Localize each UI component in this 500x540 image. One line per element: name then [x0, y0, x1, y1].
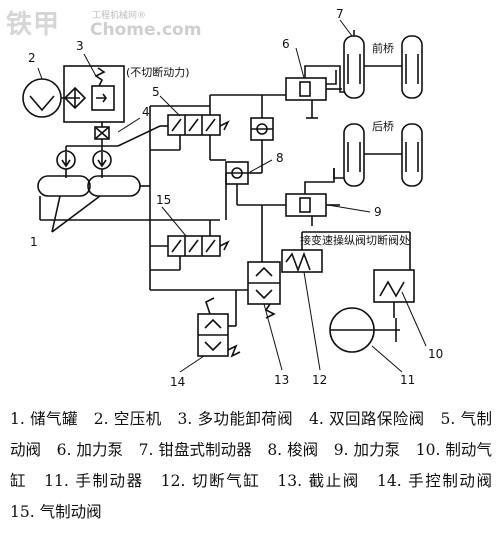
caption-to-valve: 接变速操纵阀切断阀处 — [300, 233, 410, 247]
booster-pump-rear — [285, 168, 340, 226]
label-12: 12 — [312, 373, 327, 387]
label-14: 14 — [170, 375, 185, 389]
air-tanks — [37, 106, 220, 290]
brake-valve-top — [150, 105, 230, 160]
figure-legend: 1. 储气罐 2. 空压机 3. 多功能卸荷阀 4. 双回路保险阀 5. 气制动… — [10, 410, 500, 521]
label-3: 3 — [76, 39, 84, 53]
label-6: 6 — [282, 37, 290, 51]
caption-no-power-cut: (不切断动力) — [126, 65, 190, 79]
brake-cylinder — [373, 232, 415, 318]
hand-brake-valve — [197, 297, 241, 358]
label-7: 7 — [336, 7, 344, 21]
caption-rear-axle: 后桥 — [372, 120, 394, 133]
watermark-domain: Chome.com — [90, 20, 202, 40]
label-1: 1 — [30, 235, 38, 249]
watermark-brand: 铁甲 — [6, 10, 61, 40]
label-8: 8 — [276, 151, 284, 165]
air-compressor — [22, 78, 80, 118]
cutoff-cylinder — [281, 231, 410, 273]
unloader-valve — [63, 65, 125, 123]
rear-disc-brakes — [333, 123, 423, 187]
label-13: 13 — [274, 373, 289, 387]
leader-lines — [37, 19, 427, 373]
pressure-gauges — [56, 146, 112, 178]
label-11: 11 — [400, 373, 415, 387]
label-10: 10 — [428, 347, 443, 361]
label-2: 2 — [28, 51, 36, 65]
booster-pump-front — [262, 65, 342, 119]
label-4: 4 — [142, 105, 150, 119]
watermark-logo: 铁甲 工程机械网® Chome.com — [6, 4, 201, 48]
front-disc-brakes — [335, 30, 423, 99]
shuttle-valve-upper — [210, 117, 274, 165]
stop-valve — [150, 205, 281, 326]
brake-valve-lower — [150, 173, 230, 271]
brake-system-diagram: 2 3 4 5 6 7 8 9 15 1 10 11 12 13 14 (不切断… — [22, 7, 443, 389]
label-15: 15 — [156, 193, 171, 207]
watermark-subtitle: 工程机械网® — [92, 11, 147, 21]
label-9: 9 — [374, 205, 382, 219]
label-5: 5 — [152, 85, 160, 99]
safety-valve — [66, 122, 161, 147]
caption-front-axle: 前桥 — [372, 41, 394, 55]
hand-brake-drum — [329, 307, 400, 353]
